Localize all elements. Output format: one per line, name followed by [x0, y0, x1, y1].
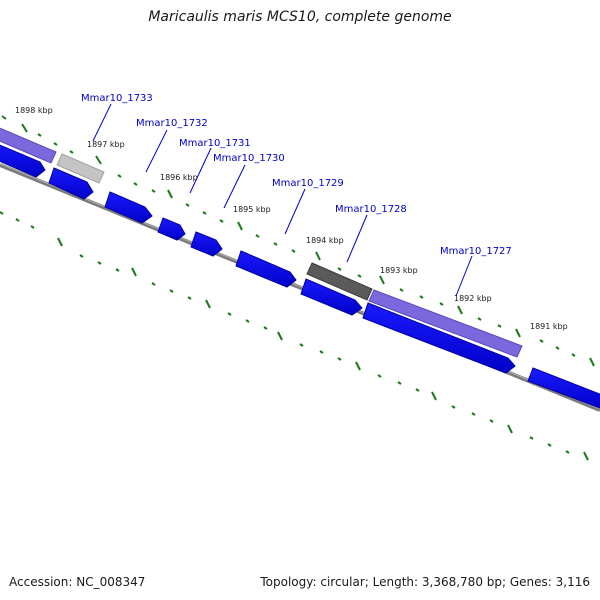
genome-summary: Topology: circular; Length: 3,368,780 bp…: [260, 575, 590, 589]
tick-label-1892: 1892 kbp: [454, 294, 492, 303]
cds-track: [0, 143, 600, 410]
cds-arrow-1728[interactable]: [300, 278, 363, 316]
inner-tick-track: [0, 211, 589, 461]
gene-label-1732[interactable]: Mmar10_1732: [136, 118, 208, 129]
tick-label-1898: 1898 kbp: [15, 106, 53, 115]
tick-label-1897: 1897 kbp: [87, 140, 125, 149]
gene-label-1729[interactable]: Mmar10_1729: [272, 178, 344, 189]
gene-feature-1732[interactable]: [56, 153, 105, 184]
label-leaders: [92, 103, 473, 297]
tick-label-1896: 1896 kbp: [160, 173, 198, 182]
map-title: Maricaulis maris MCS10, complete genome: [148, 9, 452, 25]
cds-arrow-1730b[interactable]: [190, 231, 223, 257]
tick-label-1891: 1891 kbp: [530, 322, 568, 331]
cds-arrow-1727[interactable]: [362, 302, 516, 374]
outer-tick-track: [1, 115, 595, 367]
gene-label-1730[interactable]: Mmar10_1730: [213, 153, 285, 164]
gene-label-1731[interactable]: Mmar10_1731: [179, 138, 251, 149]
cds-arrow-next[interactable]: [527, 367, 600, 410]
accession-label: Accession: NC_008347: [9, 575, 146, 589]
gene-label-1733[interactable]: Mmar10_1733: [81, 93, 153, 104]
cds-arrow-1729[interactable]: [235, 250, 297, 288]
gene-track: [0, 126, 523, 358]
cds-arrow-1732[interactable]: [48, 167, 94, 200]
cds-arrow-1731[interactable]: [104, 191, 153, 224]
gene-label-1728[interactable]: Mmar10_1728: [335, 204, 407, 215]
cds-arrow-1733[interactable]: [0, 143, 46, 178]
gene-feature-1728[interactable]: [306, 262, 373, 301]
gene-feature-1727[interactable]: [368, 289, 523, 358]
tick-label-1895: 1895 kbp: [233, 205, 271, 214]
tick-label-1894: 1894 kbp: [306, 236, 344, 245]
gene-feature-1733[interactable]: [0, 126, 57, 164]
tick-label-1893: 1893 kbp: [380, 266, 418, 275]
cds-arrow-1730a[interactable]: [157, 217, 186, 241]
gene-label-1727[interactable]: Mmar10_1727: [440, 246, 512, 257]
